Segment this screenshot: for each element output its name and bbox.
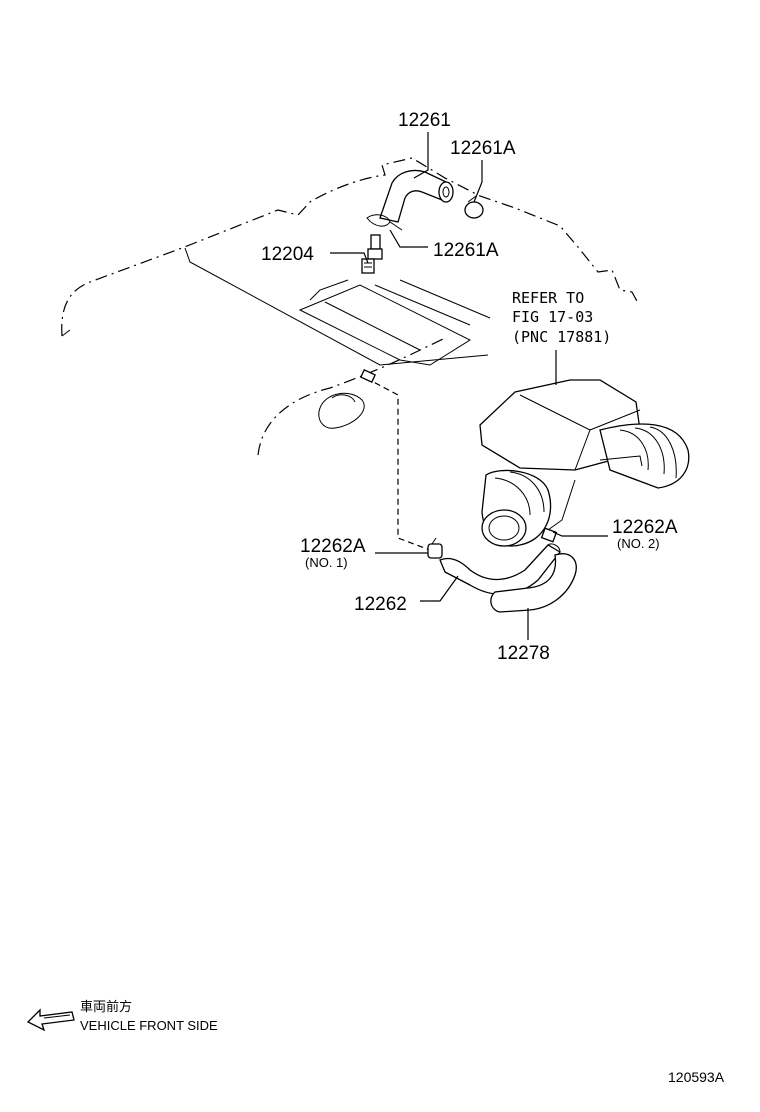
clamp-12261a-mid <box>366 214 403 231</box>
label-12262a-left-sub: (NO. 1) <box>305 555 348 570</box>
clamp-12261a-top <box>464 195 484 219</box>
label-refer-line2: FIG 17-03 <box>512 308 593 326</box>
leader-lines <box>330 132 608 640</box>
hose-end-hidden <box>360 368 376 384</box>
clamp-12262a-no1 <box>427 537 443 559</box>
label-12261a-top: 12261A <box>450 138 516 159</box>
label-refer-line3: (PNC 17881) <box>512 328 611 346</box>
legend-jp: 車両前方 <box>80 999 132 1014</box>
pcv-valve-12204 <box>361 234 383 274</box>
label-12261: 12261 <box>398 110 451 131</box>
figure-id: 120593A <box>668 1069 725 1085</box>
label-12262: 12262 <box>354 594 407 615</box>
label-refer-line1: REFER TO <box>512 289 584 307</box>
hose-12261 <box>379 169 454 223</box>
label-12278: 12278 <box>497 643 550 664</box>
label-12261a-mid: 12261A <box>433 240 499 261</box>
hose-route-hidden <box>365 377 431 551</box>
label-12262a-left: 12262A <box>300 536 366 557</box>
front-arrow-icon <box>26 1008 75 1032</box>
label-12262a-right-sub: (NO. 2) <box>617 536 660 551</box>
label-12204: 12204 <box>261 244 314 265</box>
hose-12278 <box>490 553 577 613</box>
engine-outline <box>61 157 639 456</box>
label-12262a-right: 12262A <box>612 517 678 538</box>
clamp-12262a-no2 <box>540 527 558 543</box>
callout-labels: 12261 12261A 12204 12261A REFER TO FIG 1… <box>261 110 678 664</box>
legend-en: VEHICLE FRONT SIDE <box>80 1018 218 1033</box>
